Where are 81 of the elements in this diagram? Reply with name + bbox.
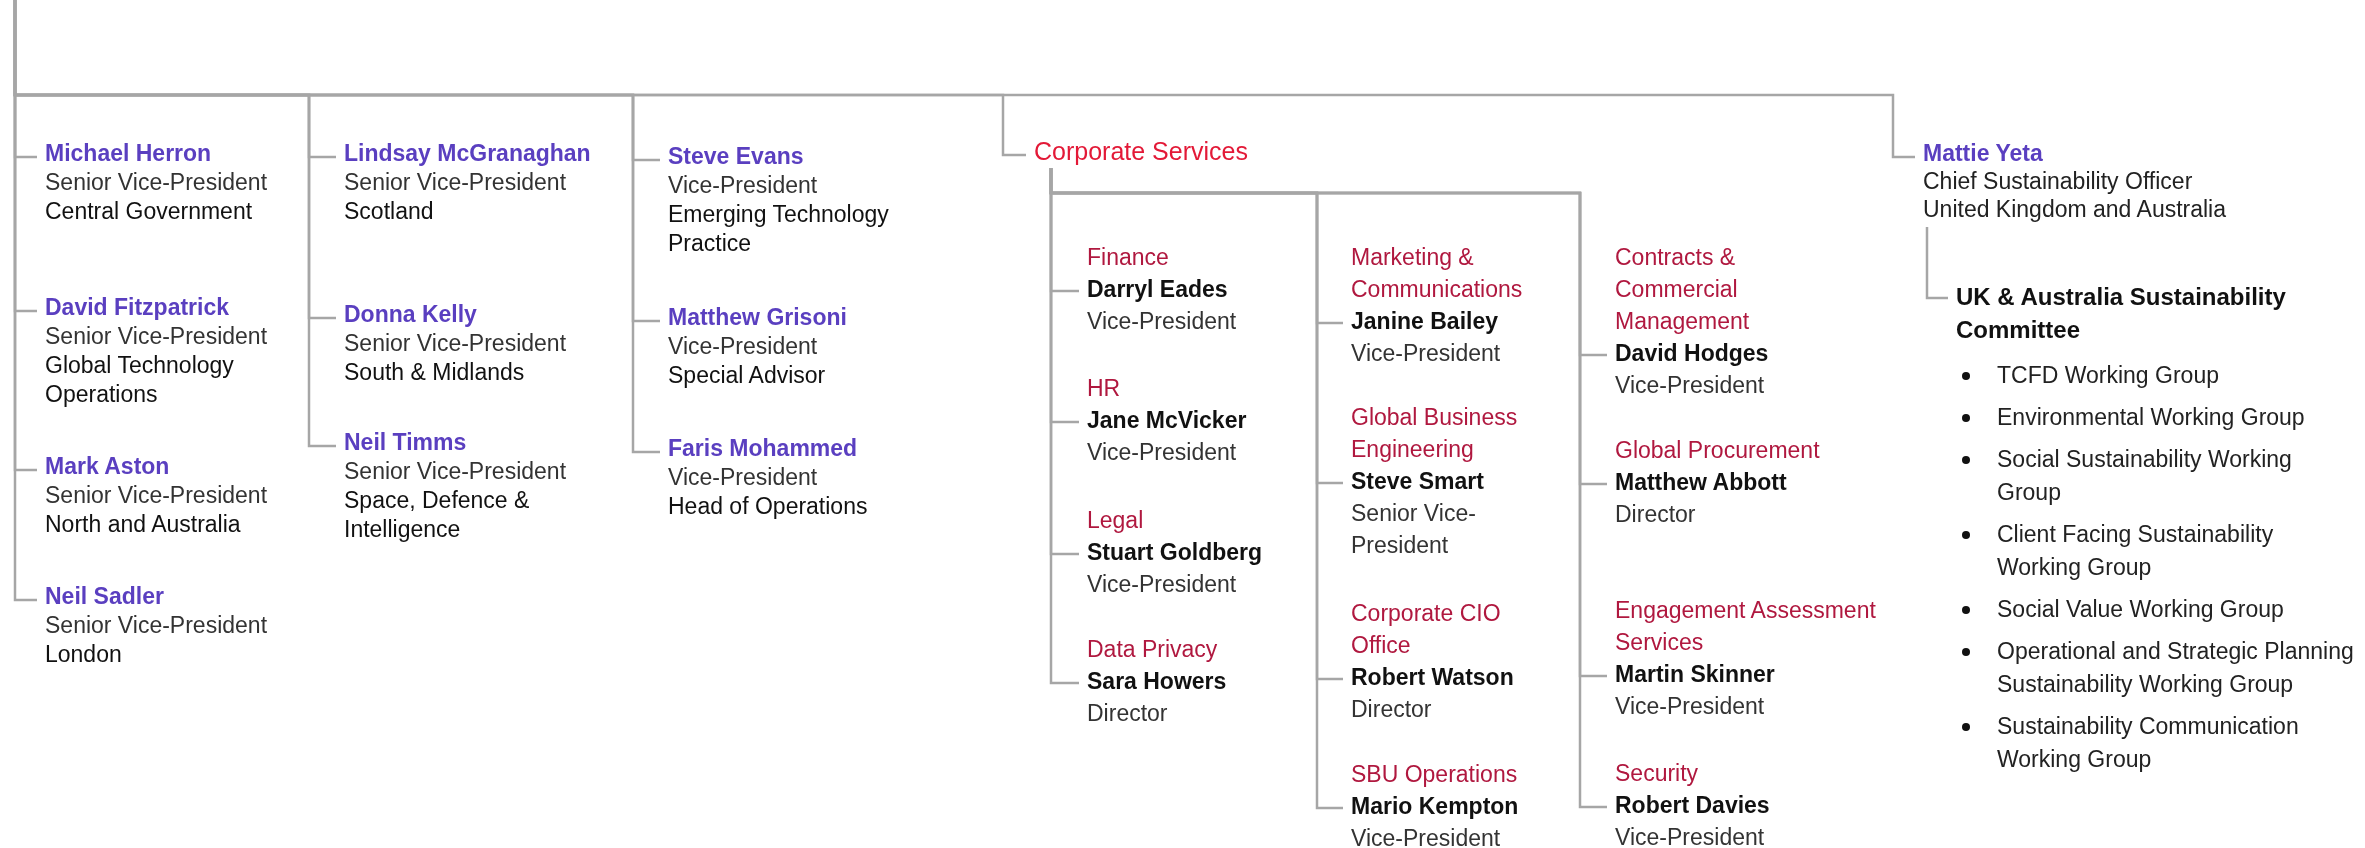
job-title: Senior Vice-President	[344, 457, 568, 486]
person-name: Michael Herron	[45, 139, 213, 168]
job-title: Director	[1615, 500, 1697, 529]
list-item: Social Value Working Group	[1956, 593, 2356, 626]
job-title: Vice-President	[1615, 371, 1766, 400]
job-title: Senior Vice-President	[344, 168, 568, 197]
person-name: David Fitzpatrick	[45, 293, 231, 322]
person-name: Robert Watson	[1351, 663, 1515, 692]
committee-heading: UK & Australia Sustainability Committee	[1956, 282, 2287, 345]
person-name: Mark Aston	[45, 452, 171, 481]
person-name: Steve Smart	[1351, 467, 1485, 496]
person-name: Darryl Eades	[1087, 275, 1229, 304]
job-title: Senior Vice-President	[344, 329, 568, 358]
department-name: Security	[1615, 759, 1700, 788]
person-name: Martin Skinner	[1615, 660, 1776, 689]
department-name: Corporate CIO Office	[1351, 599, 1502, 660]
business-unit: Scotland	[344, 197, 435, 226]
person-name: Neil Sadler	[45, 582, 165, 611]
job-title: Senior Vice-President	[45, 322, 269, 351]
department-name: SBU Operations	[1351, 760, 1519, 789]
job-title: Vice-President	[668, 171, 819, 200]
job-title: Director	[1087, 699, 1169, 728]
person-name: Neil Timms	[344, 428, 468, 457]
department-name: Finance	[1087, 243, 1170, 272]
list-item: Social Sustainability Working Group	[1956, 443, 2356, 509]
person-name: Jane McVicker	[1087, 406, 1248, 435]
department-name: Contracts & Commercial Management	[1615, 243, 1751, 336]
business-unit: Space, Defence & Intelligence	[344, 486, 531, 544]
department-name: Data Privacy	[1087, 635, 1219, 664]
job-title: Vice-President	[1351, 339, 1502, 368]
person-name: David Hodges	[1615, 339, 1770, 368]
list-item: Operational and Strategic Planning Sustainability Working Group	[1956, 635, 2356, 701]
department-name: HR	[1087, 374, 1122, 403]
business-unit: London	[45, 640, 123, 669]
person-name: Matthew Grisoni	[668, 303, 848, 332]
job-title: Vice-President	[1351, 824, 1502, 848]
list-item: TCFD Working Group	[1956, 359, 2356, 392]
job-title: Vice-President	[1615, 823, 1766, 848]
person-name: Steve Evans	[668, 142, 805, 171]
business-unit: Head of Operations	[668, 492, 868, 521]
person-name: Mattie Yeta	[1923, 139, 2044, 167]
job-title: Senior Vice-President	[45, 168, 269, 197]
business-unit: Global Technology Operations	[45, 351, 235, 409]
division-heading: Corporate Services	[1034, 137, 1249, 166]
person-name: Matthew Abbott	[1615, 468, 1788, 497]
person-name: Mario Kempton	[1351, 792, 1520, 821]
person-name: Sara Howers	[1087, 667, 1228, 696]
business-unit: Central Government	[45, 197, 254, 226]
business-unit: South & Midlands	[344, 358, 526, 387]
department-name: Global Procurement	[1615, 436, 1821, 465]
job-title: Senior Vice-President	[1351, 499, 1477, 560]
connector-line	[1925, 227, 1948, 300]
person-name: Donna Kelly	[344, 300, 478, 329]
job-title: Vice-President	[1087, 438, 1238, 467]
person-name: Stuart Goldberg	[1087, 538, 1264, 567]
department-name: Legal	[1087, 506, 1145, 535]
region-text: United Kingdom and Australia	[1923, 195, 2228, 223]
business-unit: Special Advisor	[668, 361, 827, 390]
job-title: Vice-President	[1087, 570, 1238, 599]
connector-line	[13, 0, 1915, 159]
list-item: Sustainability Communication Working Group	[1956, 710, 2356, 776]
job-title: Chief Sustainability Officer	[1923, 167, 2194, 195]
list-item: Environmental Working Group	[1956, 401, 2356, 434]
job-title: Senior Vice-President	[45, 481, 269, 510]
department-name: Engagement Assessment Services	[1615, 596, 1877, 657]
job-title: Senior Vice-President	[45, 611, 269, 640]
list-item: Client Facing Sustainability Working Group	[1956, 518, 2356, 584]
job-title: Vice-President	[1615, 692, 1766, 721]
job-title: Vice-President	[668, 463, 819, 492]
job-title: Director	[1351, 695, 1433, 724]
person-name: Robert Davies	[1615, 791, 1771, 820]
job-title: Vice-President	[668, 332, 819, 361]
person-name: Janine Bailey	[1351, 307, 1500, 336]
job-title: Vice-President	[1087, 307, 1238, 336]
connector-line	[1049, 168, 1607, 809]
person-name: Faris Mohammed	[668, 434, 859, 463]
business-unit: Emerging Technology Practice	[668, 200, 890, 258]
person-name: Lindsay McGranaghan	[344, 139, 592, 168]
business-unit: North and Australia	[45, 510, 242, 539]
department-name: Marketing & Communications	[1351, 243, 1524, 304]
department-name: Global Business Engineering	[1351, 403, 1519, 464]
